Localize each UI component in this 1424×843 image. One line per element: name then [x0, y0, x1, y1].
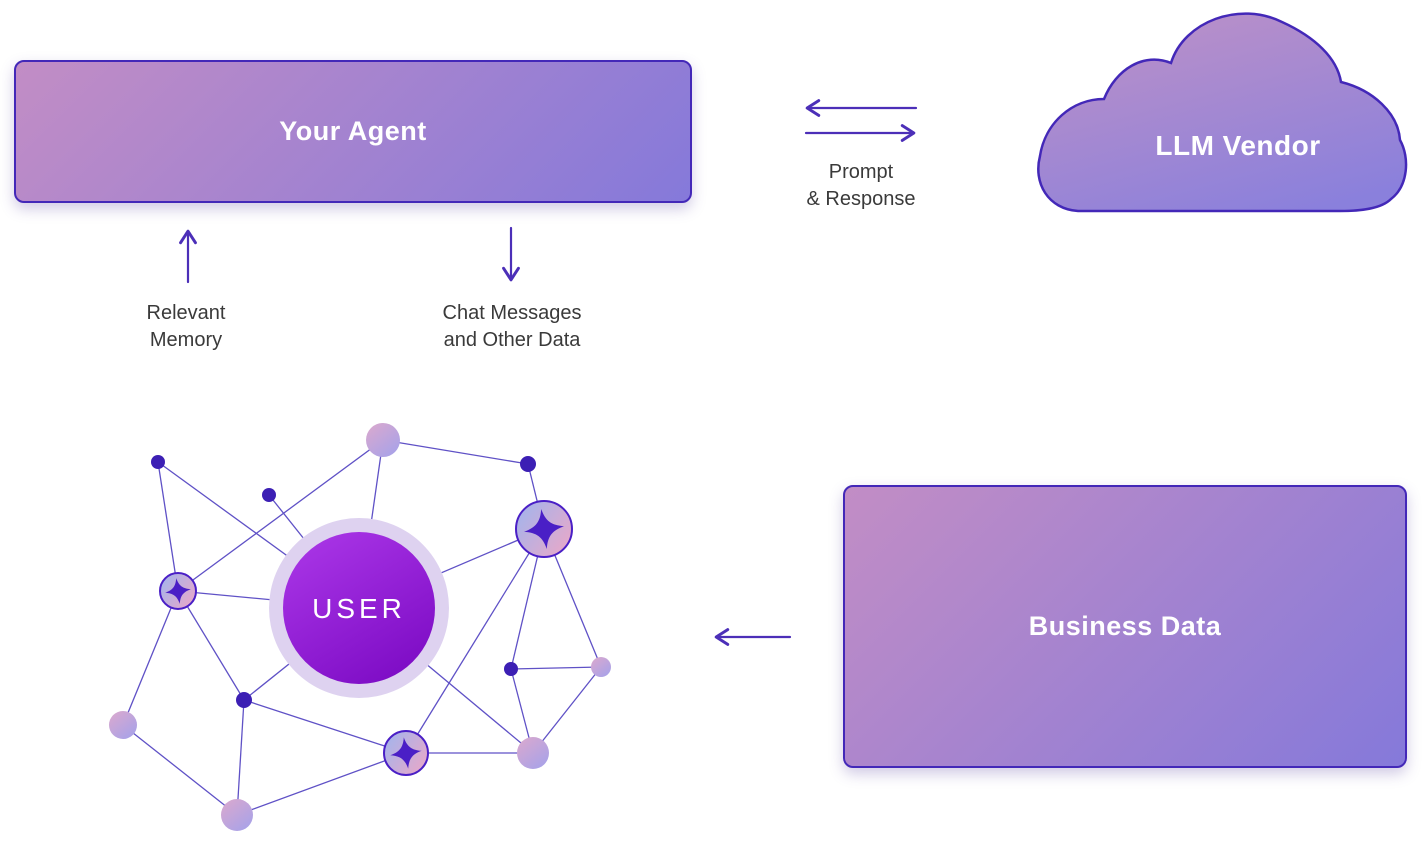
network-node-dot-small-top: [262, 488, 276, 502]
gradient-node-circle: [221, 799, 253, 831]
network-node-user: USER: [269, 518, 449, 698]
network-node-sparkle-large: [515, 500, 573, 558]
user-node-label: USER: [312, 593, 406, 624]
gradient-node-circle: [517, 737, 549, 769]
gradient-node-circle: [366, 423, 400, 457]
network-edge-sparkle-left--pink-left: [122, 590, 179, 726]
network-edge-top-circle--dot-top-right: [382, 439, 529, 465]
network-nodes: USER: [109, 423, 611, 831]
network-node-dot-bottom-left: [236, 692, 252, 708]
network-edge-dot-top-left--sparkle-left: [157, 461, 179, 592]
network-edge-pink-left--circle-bottom: [122, 724, 238, 816]
dot-node-circle: [262, 488, 276, 502]
cloud-shape: [1037, 12, 1408, 213]
network-node-pink-bottom-right: [517, 737, 549, 769]
network-edge-sparkle-large--sparkle-bottom: [405, 528, 545, 754]
business-data-label: Business Data: [1028, 611, 1222, 641]
your-agent-label: Your Agent: [279, 116, 427, 146]
relevant-memory-label: Relevant Memory: [146, 302, 226, 351]
network-edge-dot-bottom-left--circle-bottom: [236, 699, 245, 816]
business-data-box: Business Data: [843, 485, 1407, 768]
network-edge-dot-bottom-left--sparkle-bottom: [243, 699, 407, 754]
llm-vendor-label: LLM Vendor: [1155, 130, 1320, 161]
network-node-circle-bottom: [221, 799, 253, 831]
network-edge-circle-bottom--sparkle-bottom: [236, 752, 407, 816]
network-edge-top-circle--sparkle-left: [177, 439, 384, 592]
sparkle-icon: [165, 578, 191, 604]
network-edges: [122, 439, 602, 816]
network-edge-dot-right--pink-right: [510, 666, 602, 670]
dot-node-circle: [151, 455, 165, 469]
network-node-pink-right: [591, 657, 611, 677]
dot-node-circle: [520, 456, 536, 472]
network-edge-pink-right--pink-bottom-right: [532, 666, 602, 754]
user-node-circle: [283, 532, 435, 684]
your-agent-box: Your Agent: [14, 60, 692, 203]
network-node-sparkle-bottom: [383, 730, 429, 776]
dot-node-circle: [236, 692, 252, 708]
network-node-pink-left: [109, 711, 137, 739]
chat-messages-label: Chat Messages and Other Data: [442, 302, 582, 351]
network-edge-sparkle-left--dot-bottom-left: [177, 590, 245, 701]
gradient-node-circle: [109, 711, 137, 739]
network-node-dot-top-left: [151, 455, 165, 469]
network-node-dot-top-right: [520, 456, 536, 472]
dot-node-circle: [504, 662, 518, 676]
sparkle-icon: [390, 737, 422, 769]
network-node-dot-right: [504, 662, 518, 676]
llm-vendor-cloud: LLM Vendor: [1037, 12, 1408, 213]
network-node-sparkle-left: [159, 572, 197, 610]
prompt-response-label: Prompt & Response: [806, 161, 916, 210]
network-node-top-circle: [366, 423, 400, 457]
sparkle-icon: [524, 509, 564, 549]
gradient-node-circle: [591, 657, 611, 677]
